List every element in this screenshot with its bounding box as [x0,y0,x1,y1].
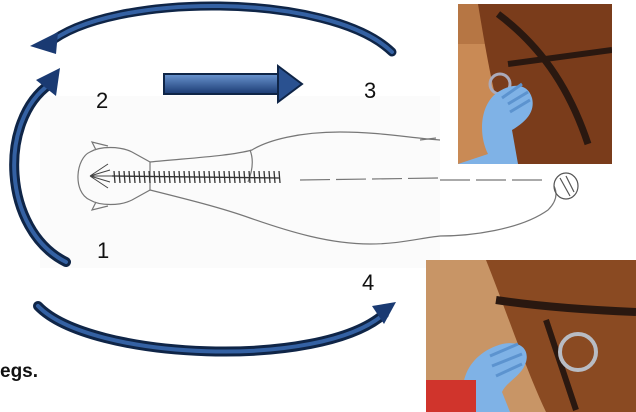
step-label-1: 1 [97,240,109,262]
photo-step-4 [426,260,636,412]
photo-step-4-image [426,260,636,412]
step-label-4: 4 [362,272,374,294]
bottom-curved-arrow-icon [38,302,396,352]
caption-fragment: egs. [0,361,38,383]
step-label-3: 3 [364,80,376,102]
step-label-2: 2 [96,90,108,112]
photo-step-3-image [458,4,612,164]
top-curved-arrow-icon [30,6,392,54]
photo-step-3 [458,4,612,164]
